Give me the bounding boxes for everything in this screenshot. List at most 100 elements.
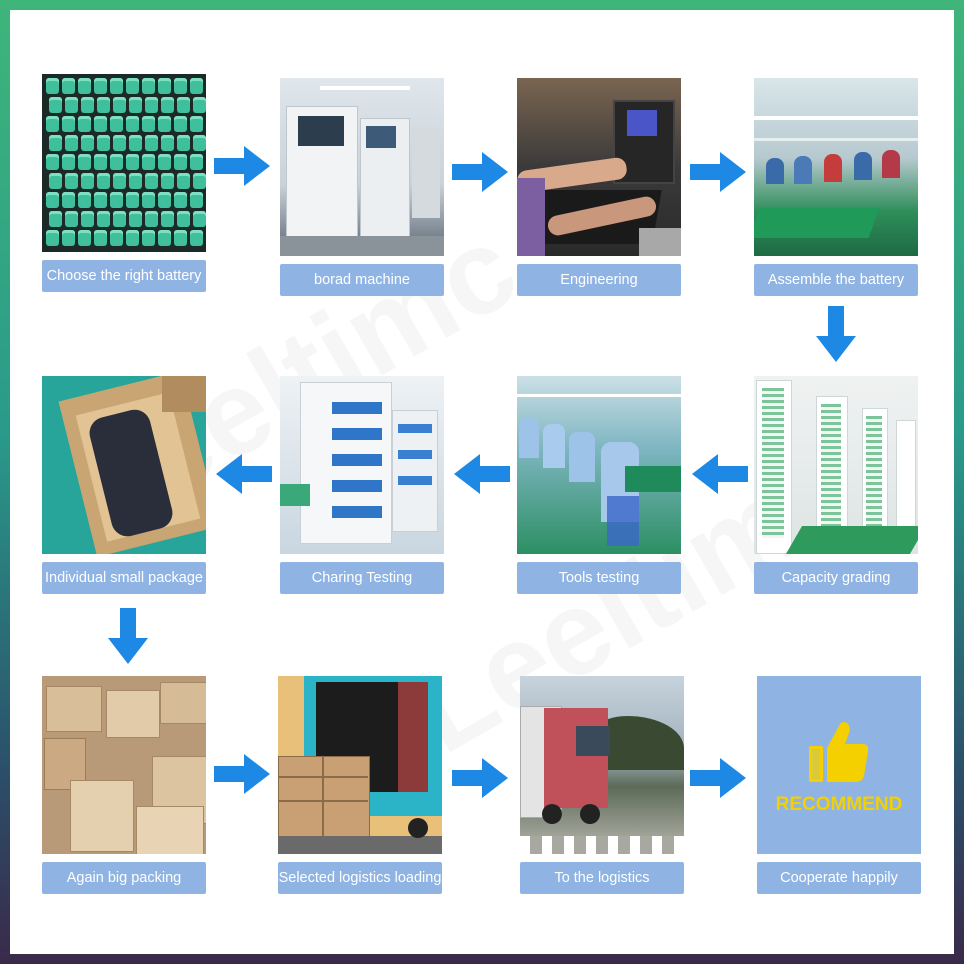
battery-cell: [94, 116, 107, 132]
arrow-right-icon: [690, 756, 746, 800]
step-label: Capacity grading: [754, 562, 918, 594]
battery-cell: [174, 154, 187, 170]
battery-cell: [161, 173, 174, 189]
battery-cell: [190, 192, 203, 208]
tools-testing-photo: [517, 376, 681, 554]
capacity-cabinets-photo: [754, 376, 918, 554]
arrow-left-icon: [454, 452, 510, 496]
step-big-packing: Again big packing: [42, 676, 206, 894]
battery-cell: [110, 78, 123, 94]
arrow-down-icon: [814, 306, 858, 362]
battery-cell: [94, 78, 107, 94]
step-label: To the logistics: [520, 862, 684, 894]
battery-cell: [78, 116, 91, 132]
battery-cell: [158, 154, 171, 170]
battery-cell: [113, 173, 126, 189]
step-label: Choose the right battery: [42, 260, 206, 292]
battery-cell: [94, 230, 107, 246]
battery-cell: [129, 135, 142, 151]
battery-cell: [78, 230, 91, 246]
small-package-photo: [42, 376, 206, 554]
step-loading: Selected logistics loading: [278, 676, 442, 894]
battery-cell: [49, 211, 62, 227]
step-label: Individual small package: [42, 562, 206, 594]
battery-cell: [110, 192, 123, 208]
battery-cell: [49, 173, 62, 189]
step-label: Assemble the battery: [754, 264, 918, 296]
assembly-line-photo: [754, 78, 918, 256]
battery-cell: [158, 230, 171, 246]
battery-cell: [126, 116, 139, 132]
battery-cell: [78, 78, 91, 94]
thumbs-up-icon: [809, 720, 869, 789]
battery-cell: [110, 154, 123, 170]
battery-cell: [62, 116, 75, 132]
battery-cell: [46, 78, 59, 94]
battery-cell: [145, 135, 158, 151]
arrow-left-icon: [216, 452, 272, 496]
battery-cell: [94, 192, 107, 208]
battery-cell: [49, 135, 62, 151]
step-board-machine: borad machine: [280, 78, 444, 296]
battery-cell: [78, 154, 91, 170]
battery-cell: [174, 78, 187, 94]
step-capacity: Capacity grading: [754, 376, 918, 594]
battery-cell: [174, 192, 187, 208]
step-label: Engineering: [517, 264, 681, 296]
step-tools: Tools testing: [517, 376, 681, 594]
battery-cell: [97, 135, 110, 151]
battery-cell: [110, 230, 123, 246]
battery-cell: [177, 211, 190, 227]
battery-cell: [97, 97, 110, 113]
battery-cell: [81, 97, 94, 113]
battery-cell: [62, 78, 75, 94]
battery-cell: [145, 97, 158, 113]
step-package: Individual small package: [42, 376, 206, 594]
battery-cell: [177, 173, 190, 189]
recommend-text: RECOMMEND: [775, 794, 903, 815]
battery-cell: [193, 173, 206, 189]
battery-cell: [142, 116, 155, 132]
truck-loading-photo: [278, 676, 442, 854]
battery-cell: [81, 211, 94, 227]
step-label: Again big packing: [42, 862, 206, 894]
battery-cell: [142, 230, 155, 246]
battery-cell: [46, 154, 59, 170]
battery-cell: [129, 97, 142, 113]
arrow-right-icon: [214, 752, 270, 796]
battery-cell: [126, 230, 139, 246]
battery-cell: [177, 135, 190, 151]
battery-cell: [46, 230, 59, 246]
battery-cell: [193, 211, 206, 227]
battery-cell: [193, 135, 206, 151]
battery-cell: [94, 154, 107, 170]
battery-cell: [158, 78, 171, 94]
step-cooperate: RECOMMEND Cooperate happily: [757, 676, 921, 894]
arrow-right-icon: [452, 150, 508, 194]
battery-cell: [126, 192, 139, 208]
step-label: borad machine: [280, 264, 444, 296]
battery-cell: [62, 154, 75, 170]
battery-cell: [145, 173, 158, 189]
battery-cell: [78, 192, 91, 208]
battery-cell: [174, 230, 187, 246]
step-choose-battery: Choose the right battery: [42, 74, 206, 292]
battery-cell: [129, 173, 142, 189]
battery-cell: [65, 173, 78, 189]
battery-cell: [190, 78, 203, 94]
step-label: Selected logistics loading: [278, 862, 442, 894]
arrow-right-icon: [690, 150, 746, 194]
step-label: Tools testing: [517, 562, 681, 594]
flowchart-canvas: Leeltimc Leeltimc Choose the right batte…: [10, 10, 954, 954]
battery-cell: [46, 192, 59, 208]
battery-cell: [65, 97, 78, 113]
recommend-badge: RECOMMEND: [757, 676, 921, 854]
arrow-left-icon: [692, 452, 748, 496]
battery-cell: [46, 116, 59, 132]
cartons-photo: [42, 676, 206, 854]
battery-cell: [142, 78, 155, 94]
battery-cell: [158, 116, 171, 132]
arrow-right-icon: [452, 756, 508, 800]
battery-cell: [65, 211, 78, 227]
battery-cell: [113, 135, 126, 151]
